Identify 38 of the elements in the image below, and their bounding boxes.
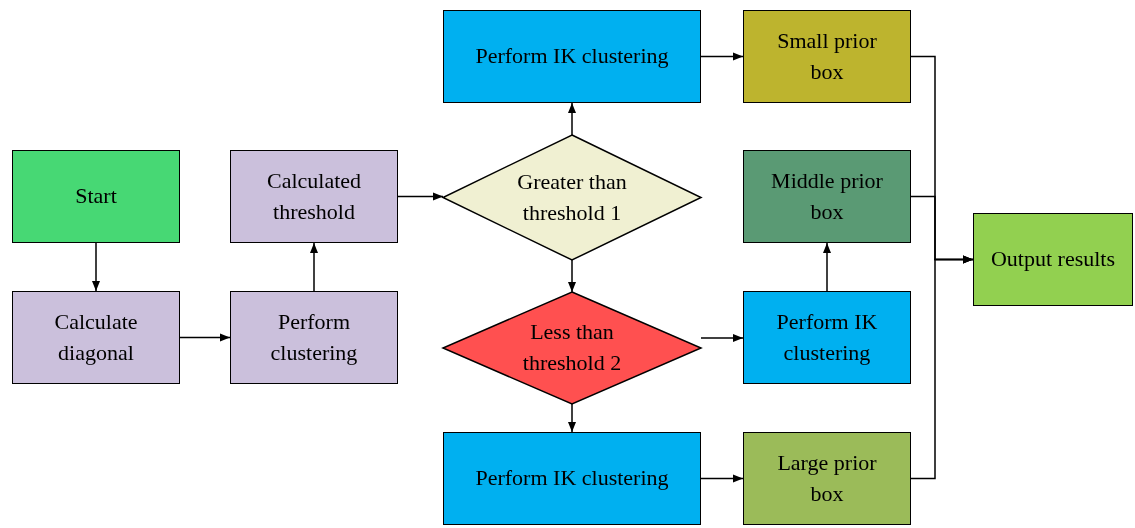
arrow <box>700 52 744 61</box>
arrow <box>700 474 744 483</box>
process-box <box>743 291 911 384</box>
node-label: Output results <box>990 245 1116 274</box>
process-box <box>743 150 911 243</box>
node-label: Perform IK clustering <box>475 464 669 493</box>
process-box <box>230 150 398 243</box>
arrow <box>397 192 444 201</box>
process-box <box>443 10 701 103</box>
node-label: Greater than threshold 1 <box>516 167 628 227</box>
arrow <box>92 242 100 292</box>
arrow <box>179 333 231 342</box>
process-box <box>12 150 180 243</box>
arrow <box>568 259 576 293</box>
decision-diamond <box>443 292 701 404</box>
process-box <box>230 291 398 384</box>
node-label: Perform IK clustering <box>775 307 879 367</box>
node-label: Calculate diagonal <box>53 307 139 367</box>
process-box <box>973 213 1133 306</box>
node-label: Less than threshold 2 <box>521 318 623 377</box>
node-label: Small prior box <box>776 26 878 86</box>
arrow <box>568 102 576 136</box>
node-label: Calculated threshold <box>265 166 363 226</box>
process-box <box>12 291 180 384</box>
node-label: Middle prior box <box>770 166 884 226</box>
node-label: Large prior box <box>776 448 878 508</box>
process-box <box>743 10 911 103</box>
node-label: Perform IK clustering <box>475 42 669 71</box>
node-label: Perform clustering <box>269 307 359 367</box>
arrow <box>310 242 318 292</box>
arrow <box>700 334 744 342</box>
arrow <box>823 242 831 292</box>
process-box <box>743 432 911 525</box>
decision-diamond <box>443 135 701 260</box>
node-label: Start <box>75 182 117 211</box>
process-box <box>443 432 701 525</box>
arrow <box>568 403 576 433</box>
arrow <box>910 255 974 480</box>
